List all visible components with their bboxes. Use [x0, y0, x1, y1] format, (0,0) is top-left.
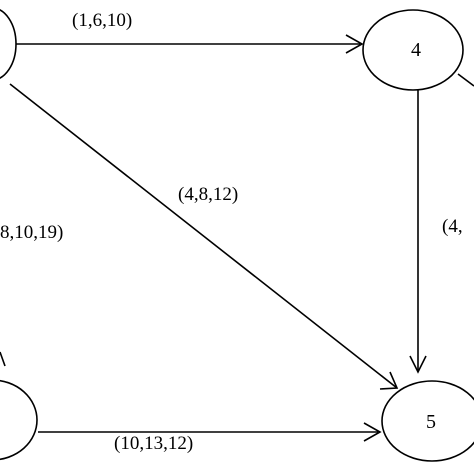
edge-left-arrowhead	[0, 351, 6, 367]
edge-bottom-label: (10,13,12)	[114, 433, 193, 454]
edge-left-label: 8,10,19)	[0, 222, 63, 243]
edge-diagonal-arrowhead	[379, 371, 399, 390]
node-5-label: 5	[426, 411, 436, 433]
edge-right-arrowhead	[409, 355, 427, 374]
edge-top-label: (1,6,10)	[72, 10, 132, 31]
edge-right-label: (4,	[442, 216, 463, 237]
node-4-label: 4	[411, 39, 421, 61]
edge-bottom-arrowhead	[363, 422, 382, 442]
node-top-left	[0, 9, 17, 79]
edge-diagonal-label: (4,8,12)	[178, 184, 238, 205]
node-4	[362, 9, 464, 91]
node-bottom-left	[0, 379, 38, 461]
edge-diagonal	[9, 83, 398, 389]
edge-right-offscreen	[457, 73, 474, 87]
node-5	[381, 380, 474, 462]
edge-top-arrowhead	[345, 34, 364, 54]
